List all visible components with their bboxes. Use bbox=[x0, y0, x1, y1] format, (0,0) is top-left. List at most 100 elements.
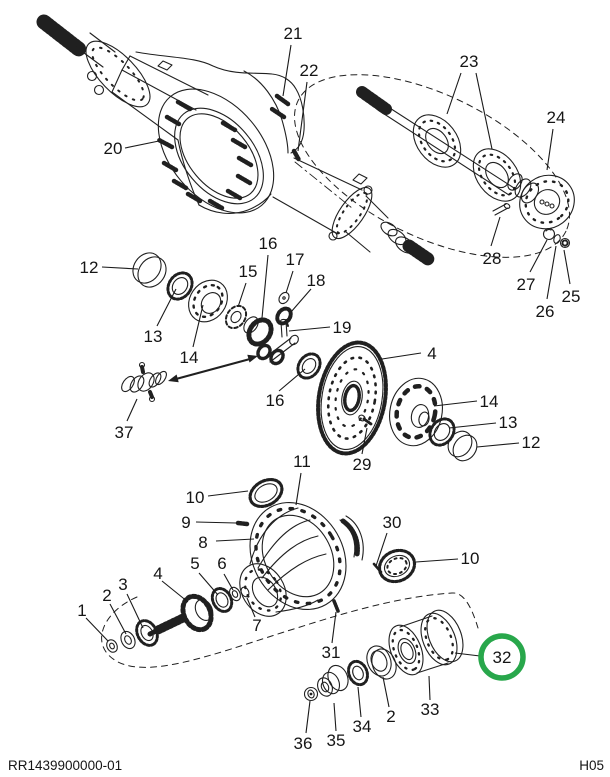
highlight-circle-32 bbox=[478, 633, 526, 681]
callout-16a: 16 bbox=[259, 234, 278, 253]
pinion-group bbox=[106, 586, 250, 653]
ring-7 bbox=[240, 586, 250, 598]
drive-pinion-4 bbox=[147, 593, 214, 637]
seal-2 bbox=[366, 645, 397, 680]
leader-19 bbox=[288, 326, 331, 332]
callout-18: 18 bbox=[307, 271, 326, 290]
balloon-hub-group bbox=[101, 592, 479, 668]
case-half-14-left bbox=[188, 279, 228, 323]
leader-31 bbox=[331, 611, 337, 644]
stud-21 bbox=[274, 93, 291, 107]
axle-shaft bbox=[356, 86, 575, 230]
leader-37 bbox=[126, 398, 138, 422]
shaft-flange-1 bbox=[412, 114, 462, 168]
leader-21 bbox=[282, 44, 292, 97]
leader-14 bbox=[192, 304, 204, 348]
leader-17 bbox=[285, 270, 294, 294]
spider-assembly-37 bbox=[121, 361, 167, 403]
leader-23 bbox=[475, 72, 493, 150]
leader-28 bbox=[490, 216, 501, 247]
callout-12b: 12 bbox=[522, 433, 541, 452]
leader-26 bbox=[546, 245, 557, 300]
callout-20: 20 bbox=[104, 139, 123, 158]
housing-thread-left bbox=[36, 14, 88, 58]
housing-pad-2 bbox=[352, 173, 368, 185]
washer-2-left bbox=[120, 630, 136, 650]
callout-9: 9 bbox=[181, 513, 190, 532]
leader-13 bbox=[156, 288, 177, 327]
callout-37: 37 bbox=[115, 423, 134, 442]
leader-35 bbox=[333, 702, 337, 732]
callout-15: 15 bbox=[239, 262, 258, 281]
callout-22: 22 bbox=[300, 61, 319, 80]
leader-5 bbox=[198, 572, 219, 596]
spider-cluster bbox=[256, 334, 299, 366]
leader-34 bbox=[357, 686, 362, 718]
leader-1 bbox=[85, 617, 109, 642]
bearing-cup-12-left bbox=[132, 252, 167, 288]
stud-9 bbox=[235, 520, 250, 527]
leader-8 bbox=[215, 538, 255, 542]
ring-gear-4 bbox=[316, 340, 388, 456]
callout-26: 26 bbox=[536, 302, 555, 321]
housing-hub-flange bbox=[331, 186, 373, 240]
cross-pin-19 bbox=[280, 318, 288, 338]
bolt-29 bbox=[358, 414, 373, 426]
callout-21: 21 bbox=[284, 24, 303, 43]
shaft-flange-2 bbox=[472, 148, 522, 202]
housing-thread-right bbox=[402, 239, 435, 266]
leader-24 bbox=[546, 128, 554, 171]
leader-22 bbox=[297, 81, 308, 152]
side-gear-16-lower bbox=[296, 352, 322, 380]
bolt-31 bbox=[332, 599, 340, 613]
leader-2 bbox=[109, 603, 127, 635]
bearing-cone-13-left bbox=[166, 271, 194, 301]
leader-27 bbox=[529, 239, 548, 273]
callout-8: 8 bbox=[198, 533, 207, 552]
bearing-cap-30 bbox=[339, 515, 383, 574]
leader-2 bbox=[382, 676, 390, 708]
carrier-housing-8-11 bbox=[239, 501, 347, 617]
leader-4 bbox=[161, 580, 189, 603]
callout-29: 29 bbox=[353, 455, 372, 474]
callout-11: 11 bbox=[293, 452, 311, 471]
leader-16 bbox=[261, 254, 269, 319]
leader-12 bbox=[476, 442, 520, 448]
bolt-22 bbox=[291, 148, 302, 163]
callout-28: 28 bbox=[483, 249, 502, 268]
leader-4 bbox=[381, 352, 422, 360]
bearing-ring-10-left bbox=[248, 477, 284, 509]
case-half-14-right bbox=[389, 377, 443, 447]
axle-housing bbox=[36, 14, 435, 266]
callout-13b: 13 bbox=[499, 413, 518, 432]
leader-11 bbox=[295, 472, 302, 506]
leader-25 bbox=[563, 249, 571, 285]
callout-25: 25 bbox=[562, 287, 581, 306]
differential-group bbox=[121, 252, 322, 403]
leader-7 bbox=[246, 597, 256, 618]
callout-23: 23 bbox=[460, 52, 479, 71]
callout-12a: 12 bbox=[80, 258, 99, 277]
leader-12 bbox=[101, 266, 139, 270]
callout-4a: 4 bbox=[427, 344, 436, 363]
banjo-face-ring bbox=[157, 88, 275, 214]
assembly-compare-arrow bbox=[168, 354, 258, 383]
ball-27 bbox=[542, 227, 556, 241]
bearing-34 bbox=[347, 659, 369, 687]
washer-17 bbox=[278, 291, 290, 305]
leader-23 bbox=[446, 72, 462, 115]
leader-10 bbox=[415, 558, 459, 563]
callout-34: 34 bbox=[353, 717, 372, 736]
housing-studs bbox=[156, 99, 254, 211]
wheel-hub-33 bbox=[388, 609, 464, 676]
callout-30: 30 bbox=[383, 513, 402, 532]
leader-3 bbox=[126, 593, 144, 629]
leader-15 bbox=[237, 282, 247, 308]
collar-35 bbox=[317, 664, 349, 697]
callout-19: 19 bbox=[333, 318, 352, 337]
leader-32 bbox=[454, 652, 481, 657]
leader-33 bbox=[428, 675, 431, 701]
callout-4b: 4 bbox=[153, 564, 162, 583]
callout-33: 33 bbox=[421, 700, 440, 719]
bearing-ring-10-right bbox=[377, 548, 417, 584]
